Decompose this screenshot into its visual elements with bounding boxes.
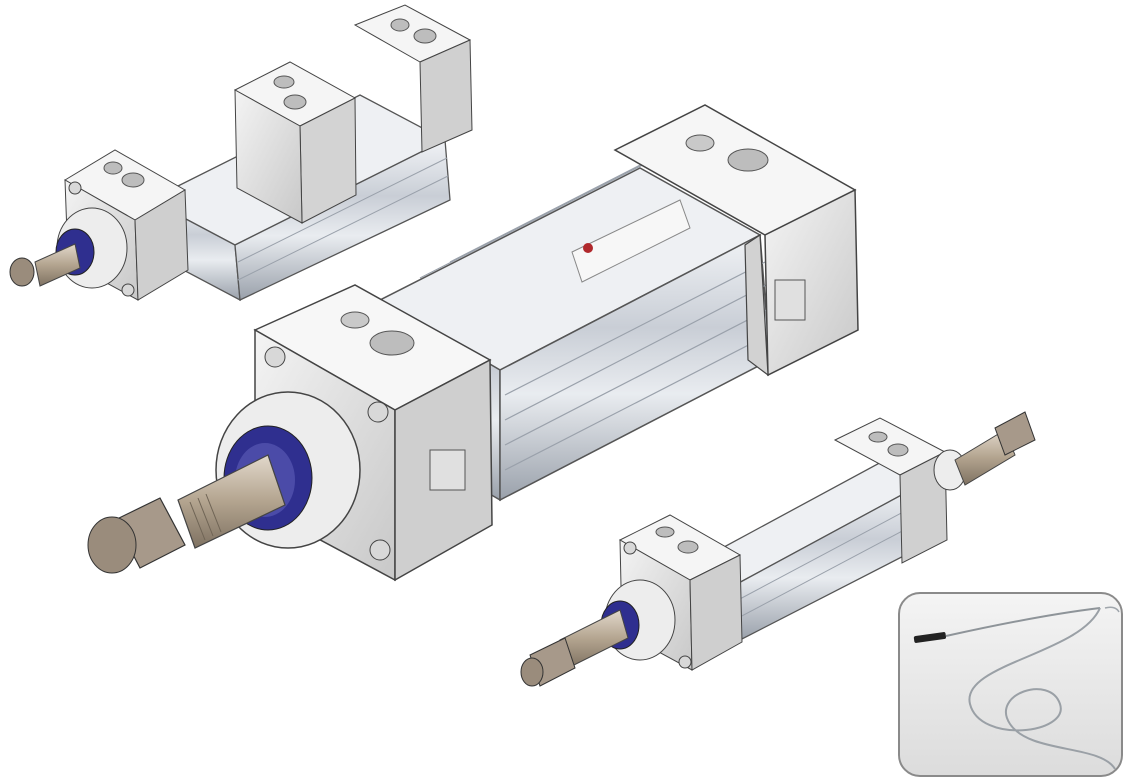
sensor-inset <box>898 592 1123 777</box>
reed-switch-sensor-icon <box>913 606 1120 770</box>
cylinder-center-large <box>87 104 859 582</box>
cylinder-top-left <box>9 4 473 302</box>
cylinder-bottom-right <box>520 411 1036 687</box>
rear-end-cap <box>613 104 859 377</box>
brand-logo-icon <box>583 243 593 253</box>
piston-rod <box>177 454 286 549</box>
